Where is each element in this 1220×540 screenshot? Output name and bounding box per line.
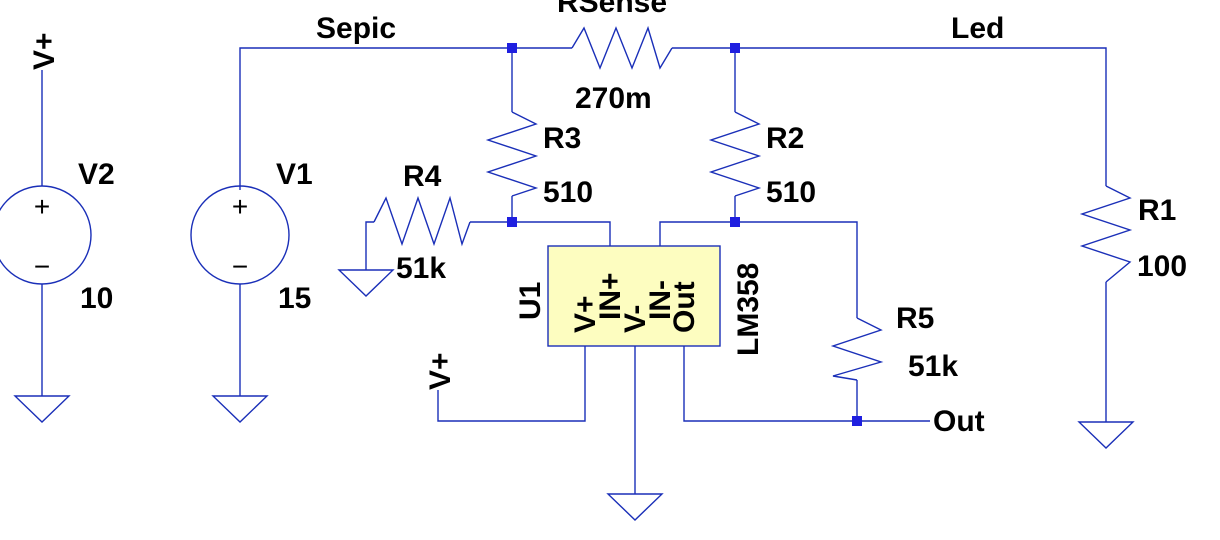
r2-zigzag xyxy=(708,111,762,197)
resistor-r5 xyxy=(830,317,884,381)
v2-plus-sign: + xyxy=(34,191,50,222)
v2-name-label: V2 xyxy=(78,158,115,191)
r1-name-label: R1 xyxy=(1138,194,1176,227)
rsense-zigzag xyxy=(571,25,673,70)
r1-zigzag xyxy=(1079,185,1133,283)
v2-value-label: 10 xyxy=(80,282,113,315)
wire-in-plus-node xyxy=(470,221,611,246)
resistor-r3 xyxy=(485,111,539,197)
v1-plus-sign: + xyxy=(232,191,248,222)
junction-dot xyxy=(730,217,740,227)
rsense-value-label: 270m xyxy=(575,82,652,115)
wire-led-net xyxy=(672,47,1107,186)
opamp-model-label: LM358 xyxy=(732,263,765,356)
r1-value-label: 100 xyxy=(1137,250,1187,283)
wires xyxy=(41,47,1107,494)
opamp-pin-in-minus-label: IN- xyxy=(644,280,677,320)
net-label-out: Out xyxy=(933,405,985,438)
resistor-r2 xyxy=(708,111,762,197)
wire-opamp-vplus xyxy=(437,346,586,422)
ground-icon-r1 xyxy=(1077,421,1135,449)
opamp-pin-vplus-label: V+ xyxy=(569,295,602,333)
labels: V+ V+ Sepic Led Out V2 10 V1 15 RSense 2… xyxy=(28,0,1187,438)
r3-zigzag xyxy=(485,111,539,197)
v1-name-label: V1 xyxy=(276,158,313,191)
source-v2: + − xyxy=(0,185,92,285)
junction-dot xyxy=(507,217,517,227)
resistor-r1 xyxy=(1079,185,1133,283)
junction-dot xyxy=(507,43,517,53)
ground-icon-r4 xyxy=(337,269,395,297)
r4-zigzag xyxy=(373,195,471,247)
resistor-r4 xyxy=(373,195,471,247)
opamp-body xyxy=(547,245,721,347)
v1-value-label: 15 xyxy=(278,282,311,315)
r5-value-label: 51k xyxy=(908,350,958,383)
v2-minus-sign: − xyxy=(34,251,50,282)
v1-minus-sign: − xyxy=(232,251,248,282)
r5-name-label: R5 xyxy=(896,302,934,335)
r5-zigzag xyxy=(830,317,884,381)
r2-name-label: R2 xyxy=(766,122,804,155)
r3-name-label: R3 xyxy=(543,122,581,155)
r4-name-label: R4 xyxy=(403,160,442,193)
v1-circle xyxy=(190,185,290,285)
wire-r4-ground xyxy=(365,221,374,270)
r2-value-label: 510 xyxy=(766,176,816,209)
source-v1: + − xyxy=(190,185,290,285)
junction-dot xyxy=(852,416,862,426)
junction-dot xyxy=(730,43,740,53)
opamp-pin-out-label: Out xyxy=(668,281,701,333)
ground-icon-opamp xyxy=(606,493,664,521)
net-label-vplus-supply: V+ xyxy=(28,32,61,70)
r3-value-label: 510 xyxy=(543,176,593,209)
ground-icon-v2 xyxy=(13,395,71,423)
rsense-name-label: RSense xyxy=(557,0,667,19)
grounds xyxy=(13,269,1135,521)
opamp-u1: V+ IN+ V- IN- Out U1 LM358 xyxy=(514,245,765,356)
opamp-pin-vminus-label: V- xyxy=(619,305,652,333)
net-label-vplus-opamp: V+ xyxy=(424,352,457,390)
net-label-sepic: Sepic xyxy=(316,12,396,45)
opamp-pin-in-plus-label: IN+ xyxy=(594,272,627,320)
v2-circle xyxy=(0,185,92,285)
junctions xyxy=(507,43,862,426)
wire-sepic-net xyxy=(239,47,572,190)
ground-icon-v1 xyxy=(211,395,269,423)
resistor-rsense xyxy=(571,25,673,70)
r4-value-label: 51k xyxy=(396,252,446,285)
wire-in-minus-node xyxy=(659,221,858,318)
wire-opamp-out xyxy=(683,346,930,422)
opamp-name-label: U1 xyxy=(514,282,547,320)
net-label-led: Led xyxy=(951,12,1004,45)
